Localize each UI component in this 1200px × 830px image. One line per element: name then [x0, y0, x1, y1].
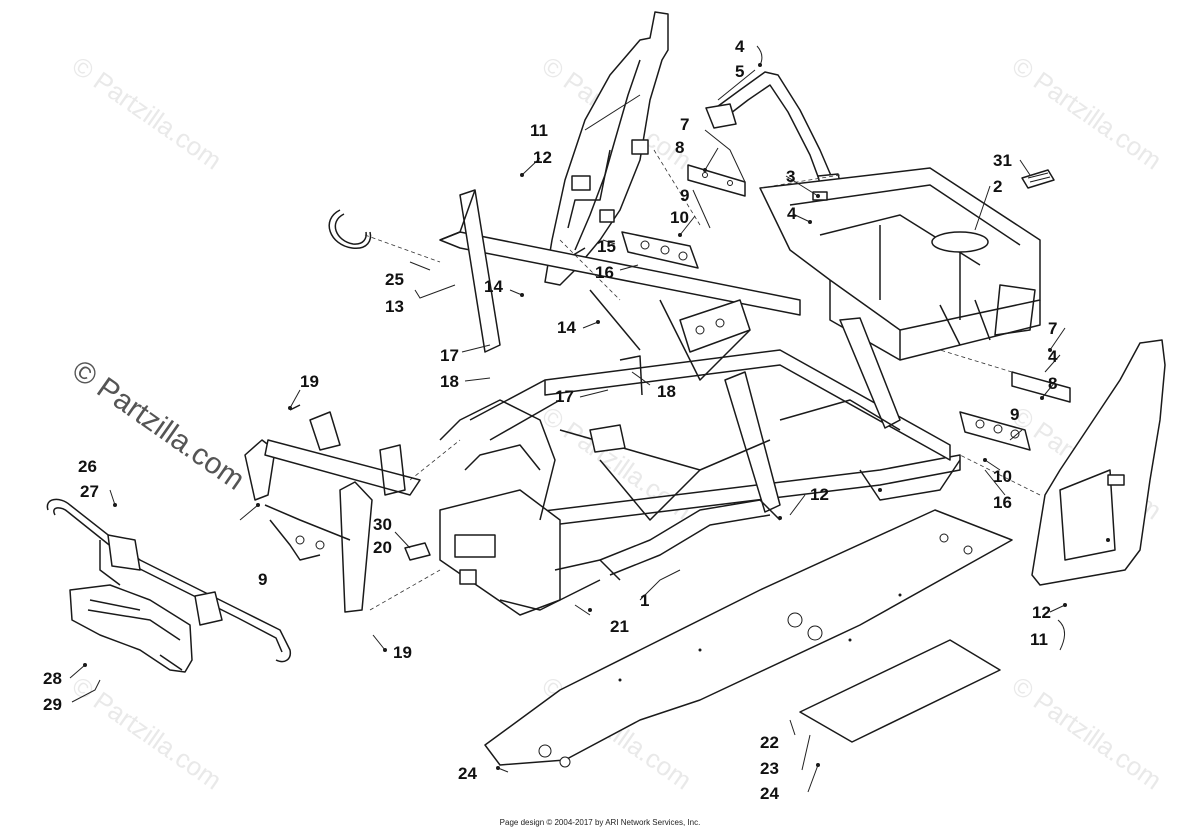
- callout-10: 10: [993, 467, 1012, 486]
- callout-4: 4: [1048, 347, 1058, 366]
- fasteners: [83, 63, 1067, 770]
- callouts: 4 5 7 8 9 10 3 4 31 2 11 12 15 16 25 13 …: [43, 37, 1058, 803]
- watermark: © Partzilla.com: [1007, 50, 1168, 175]
- callout-26: 26: [78, 457, 97, 476]
- callout-14: 14: [484, 277, 503, 296]
- floor-pan: [484, 509, 1013, 768]
- callout-18: 18: [657, 382, 676, 401]
- receiver-hitch: [454, 534, 496, 558]
- seat-bracket-lower: [959, 371, 1071, 451]
- callout-16: 16: [993, 493, 1012, 512]
- front-skid-plate: [69, 584, 193, 673]
- panel-bracket: [631, 139, 649, 155]
- copyright-footer: Page design © 2004-2017 by ARI Network S…: [500, 818, 701, 827]
- callout-24: 24: [760, 784, 779, 803]
- seat-bracket-upper: [621, 164, 746, 269]
- small-decal: [404, 542, 431, 561]
- callout-7: 7: [1048, 319, 1057, 338]
- callout-6: 5: [735, 62, 744, 81]
- callout-18: 18: [440, 372, 459, 391]
- callout-28: 28: [43, 669, 62, 688]
- callout-23: 23: [760, 759, 779, 778]
- callout-30: 30: [373, 515, 392, 534]
- callout-13: 13: [385, 297, 404, 316]
- callout-5: 4: [735, 37, 745, 56]
- callout-12: 12: [533, 148, 552, 167]
- callout-8: 8: [675, 138, 684, 157]
- callout-1: 1: [640, 591, 649, 610]
- grab-handle: [705, 71, 843, 193]
- leader-lines: [69, 45, 1066, 793]
- callout-12: 12: [1032, 603, 1051, 622]
- panel-bracket: [571, 175, 591, 191]
- front-subframe: [439, 399, 621, 616]
- callout-9: 9: [258, 570, 267, 589]
- callout-31: 31: [993, 151, 1012, 170]
- watermark: © Partzilla.com: [67, 670, 228, 795]
- callout-17: 17: [555, 387, 574, 406]
- callout-14: 14: [557, 318, 576, 337]
- callout-8: 8: [1048, 374, 1057, 393]
- assembly-lines: [364, 149, 1041, 611]
- watermark: © Partzilla.com: [1007, 670, 1168, 795]
- callout-12: 12: [810, 485, 829, 504]
- callout-7: 7: [680, 115, 689, 134]
- callout-9: 9: [680, 186, 689, 205]
- watermark: © Partzilla.com: [67, 50, 228, 175]
- callout-24: 24: [458, 764, 477, 783]
- callout-11: 11: [1030, 630, 1048, 649]
- callout-27: 27: [80, 482, 99, 501]
- callout-25: 25: [385, 270, 404, 289]
- hose-clamp: [328, 209, 372, 249]
- callout-15: 15: [597, 237, 616, 256]
- callout-11: 11: [530, 121, 548, 140]
- callout-29: 29: [43, 695, 62, 714]
- callout-16: 16: [595, 263, 614, 282]
- panel-bracket: [599, 209, 615, 223]
- part-2-cover: [931, 231, 989, 253]
- front-guard-frame: [244, 404, 421, 613]
- callout-4: 4: [787, 204, 797, 223]
- side-panel-right: [1031, 339, 1166, 586]
- decal-label: [1021, 169, 1055, 189]
- callout-9: 9: [1010, 405, 1019, 424]
- callout-17: 17: [440, 346, 459, 365]
- access-panel: [799, 639, 1001, 743]
- callout-3: 3: [786, 167, 795, 186]
- callout-19: 19: [300, 372, 319, 391]
- front-bumper: [46, 498, 292, 663]
- rear-cargo-frame: [759, 167, 1041, 361]
- callout-22: 22: [760, 733, 779, 752]
- callout-10: 10: [670, 208, 689, 227]
- callout-20: 20: [373, 538, 392, 557]
- callout-21: 21: [610, 617, 629, 636]
- side-panel-left-rear: [544, 11, 669, 286]
- callout-2: 2: [993, 177, 1002, 196]
- callout-19: 19: [393, 643, 412, 662]
- mid-bracket: [589, 355, 643, 453]
